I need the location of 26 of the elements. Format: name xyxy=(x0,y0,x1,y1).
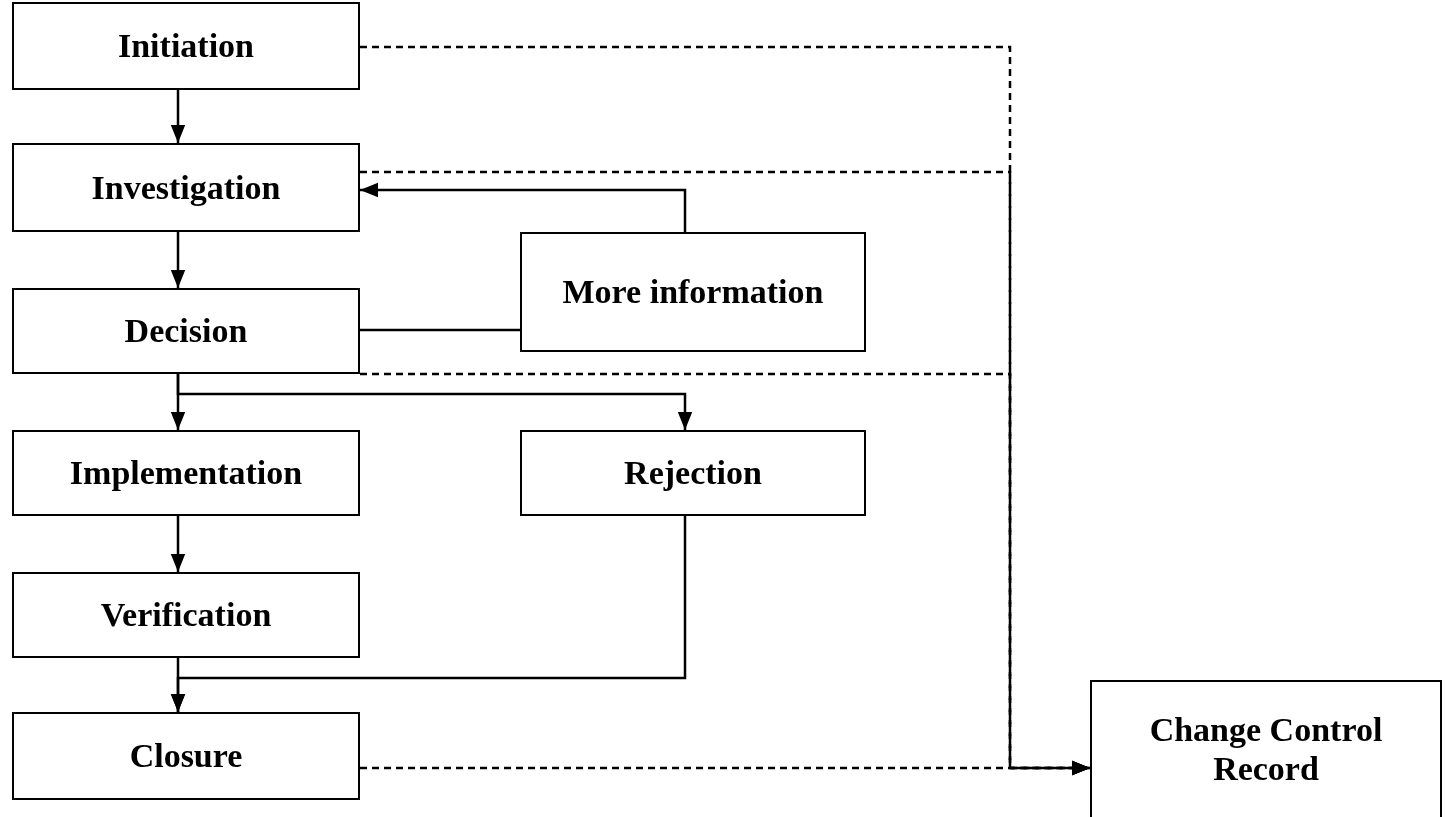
box-label: Closure xyxy=(129,736,243,776)
process-box xyxy=(12,712,360,800)
box-label: Decision xyxy=(124,311,248,351)
dashed-arrow xyxy=(360,760,1090,776)
process-box xyxy=(1090,680,1442,817)
arrow xyxy=(170,516,687,712)
arrow xyxy=(176,374,693,430)
box-label: Investigation xyxy=(91,167,281,208)
process-box xyxy=(12,572,360,658)
process-box xyxy=(520,232,866,352)
arrow xyxy=(170,90,186,143)
box-label: Change Control Record xyxy=(1148,710,1384,789)
arrow xyxy=(360,182,687,232)
connector-line xyxy=(360,328,520,332)
box-label: More information xyxy=(562,272,824,312)
box-label: Verification xyxy=(100,595,272,635)
box-label: Implementation xyxy=(69,453,303,493)
process-box xyxy=(12,143,360,232)
process-box xyxy=(12,288,360,374)
arrow xyxy=(170,232,186,288)
process-box xyxy=(12,2,360,90)
arrow xyxy=(170,516,186,572)
process-box xyxy=(12,430,360,516)
box-label: Initiation xyxy=(117,26,254,66)
box-label: Rejection xyxy=(624,453,762,493)
process-box xyxy=(520,430,866,516)
